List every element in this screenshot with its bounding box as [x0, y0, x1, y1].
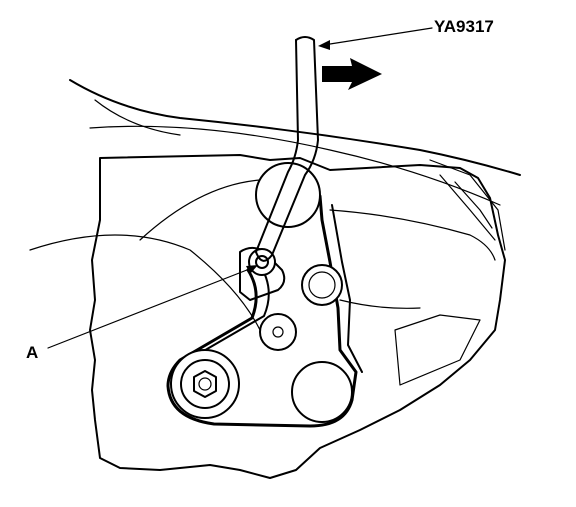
tool-part-number-label: YA9317: [434, 17, 494, 36]
arrow-right-icon: [322, 58, 382, 90]
tensioner-callout-label: A: [26, 343, 38, 362]
tool-ya9317: [255, 36, 319, 262]
leader-a: [47, 267, 253, 349]
tensioner-pivot: [248, 248, 276, 276]
pulleys: [170, 162, 353, 423]
small-pulley-bolt: [272, 326, 284, 338]
engine-body-outline: [29, 79, 521, 479]
idler-pulley-hub: [308, 271, 336, 299]
idler-pulley: [301, 264, 343, 306]
crankshaft-bolt-icon: [193, 370, 217, 398]
leader-ya9317: [329, 27, 433, 45]
tensioner-assembly: [239, 246, 286, 301]
lower-right-pulley: [291, 361, 353, 423]
crankshaft-pulley-rim: [180, 359, 230, 409]
callout-leaders: [47, 27, 433, 349]
small-pulley: [259, 313, 297, 351]
tensioner-bolt: [255, 255, 269, 269]
